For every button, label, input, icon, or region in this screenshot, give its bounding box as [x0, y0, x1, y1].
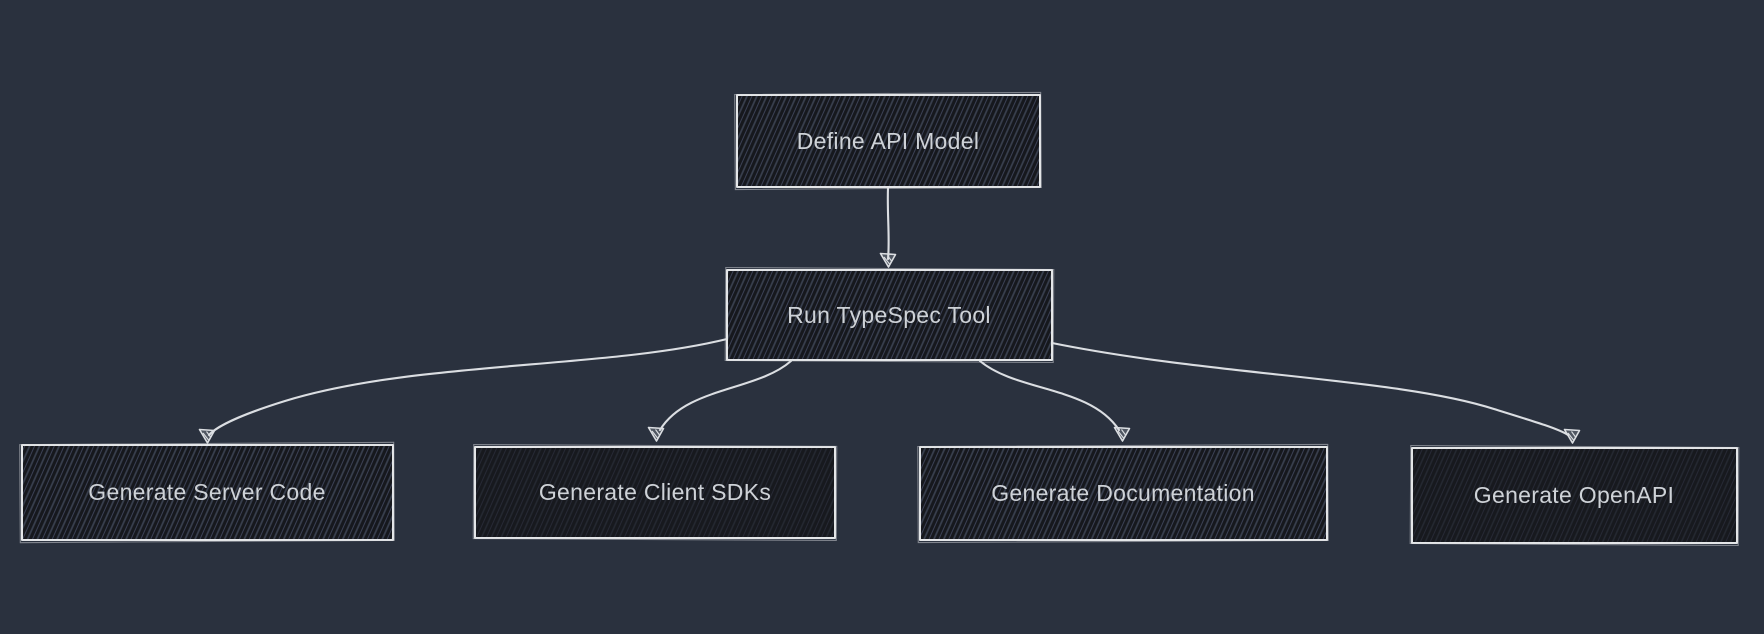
node-box [919, 446, 1328, 541]
node-label: Generate Documentation [991, 480, 1255, 506]
node-define-api-model: Define API Model [734, 91, 1042, 191]
node-label: Generate Client SDKs [539, 479, 771, 505]
node-box-sketch-line [917, 443, 1329, 544]
arrowhead-icon [879, 252, 897, 268]
node-box-sketch-line [724, 266, 1055, 364]
edge-run-to-openapi [1050, 341, 1570, 437]
node-box [736, 94, 1041, 188]
node-box [1411, 447, 1738, 544]
node-generate-server-code: Generate Server Code [19, 441, 395, 544]
arrowhead-icon [198, 428, 216, 444]
arrowhead-icon [1113, 426, 1131, 442]
node-generate-documentation: Generate Documentation [917, 443, 1329, 544]
node-label: Run TypeSpec Tool [787, 302, 991, 328]
arrowhead-icon [1563, 428, 1581, 444]
node-generate-openapi: Generate OpenAPI [1409, 444, 1740, 547]
edge-run-to-docs [978, 359, 1121, 432]
node-label: Generate OpenAPI [1474, 482, 1674, 508]
node-box-sketch-line [19, 441, 395, 544]
node-box-sketch-line [734, 91, 1042, 191]
node-run-typespec-tool: Run TypeSpec Tool [724, 266, 1055, 364]
node-label: Generate Server Code [88, 479, 325, 505]
node-box-sketch-line [472, 443, 838, 542]
node-generate-client-sdks: Generate Client SDKs [472, 443, 838, 542]
node-box-sketch-line [1409, 444, 1740, 547]
edge-run-to-server [207, 337, 729, 437]
node-label: Define API Model [797, 128, 980, 154]
arrowhead-icon [647, 426, 665, 442]
edge-run-to-client [658, 359, 793, 432]
node-box [21, 444, 394, 541]
node-box [474, 446, 836, 539]
node-box [726, 269, 1053, 361]
edge-define-to-run [886, 186, 890, 261]
